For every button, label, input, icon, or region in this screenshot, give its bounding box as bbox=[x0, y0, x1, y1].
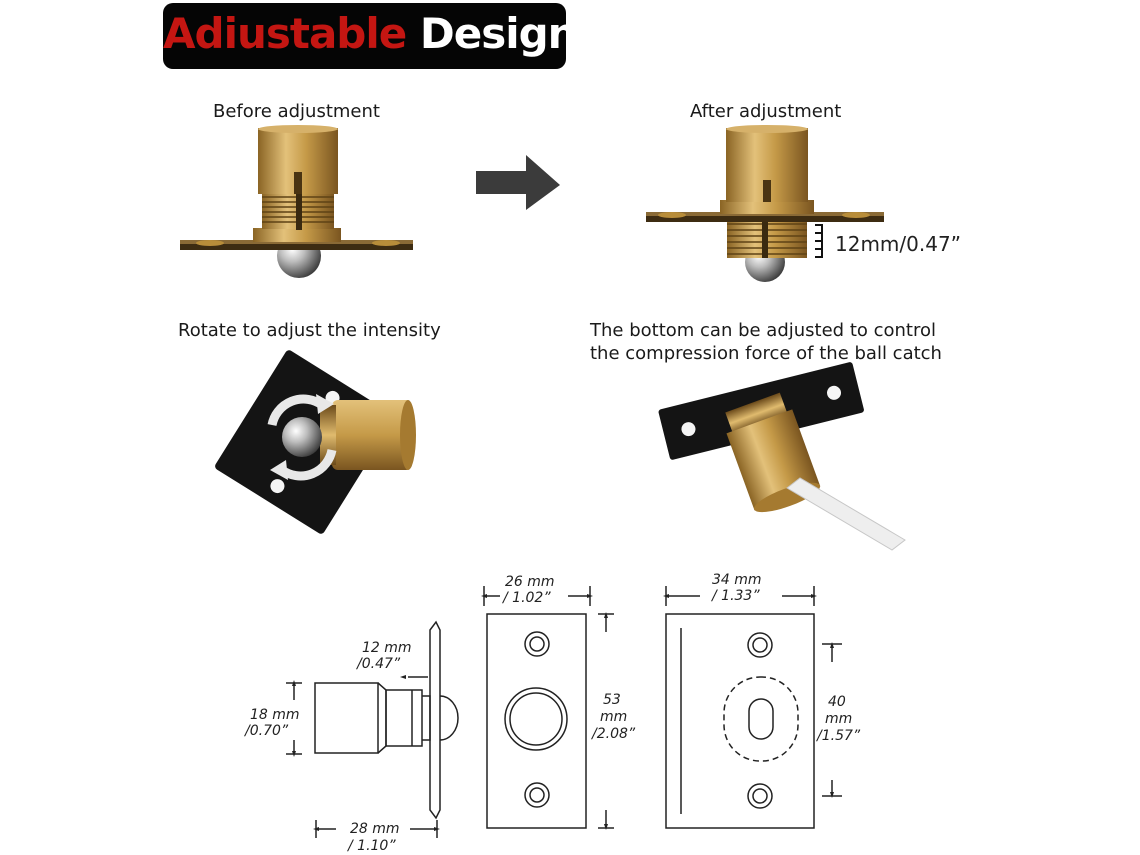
front-plate-dimensions: 26 mm / 1.02” 53 mm /2.08” bbox=[501, 574, 636, 742]
plate-height-value-label: 53 bbox=[603, 692, 621, 708]
bottom-adjust-label-line1: The bottom can be adjusted to control bbox=[590, 320, 937, 341]
strike-width-mm-label: 34 mm bbox=[712, 572, 762, 588]
title-banner: Adiustable Design bbox=[163, 3, 578, 69]
after-plate bbox=[646, 212, 884, 222]
rotate-arrows-icon bbox=[267, 394, 337, 481]
plate-height-inch-label: /2.08” bbox=[590, 726, 636, 742]
banner-word-red: Adiustable bbox=[163, 9, 407, 58]
banner-title: Adiustable Design bbox=[163, 9, 578, 58]
rotate-barrel bbox=[332, 400, 412, 470]
side-view-ball bbox=[439, 695, 459, 741]
diameter-mm-label: 18 mm bbox=[250, 707, 300, 723]
depth-inch-label: /0.47” bbox=[355, 656, 401, 672]
bottom-adjust-label-line2: the compression force of the ball catch bbox=[590, 343, 942, 364]
ruler-icon bbox=[815, 224, 823, 258]
before-thread bbox=[262, 190, 334, 230]
bottom-adjust-label: The bottom can be adjusted to control th… bbox=[590, 319, 942, 365]
plate-width-mm-label: 26 mm bbox=[505, 574, 555, 590]
rotate-ball bbox=[282, 417, 322, 457]
strike-plate-drawing bbox=[665, 586, 842, 829]
after-thread bbox=[727, 214, 807, 258]
strike-height-unit-label: mm bbox=[825, 711, 852, 727]
before-ball-catch-image bbox=[180, 125, 413, 278]
bottom-adjust-image bbox=[658, 362, 906, 551]
depth-mm-label: 12 mm bbox=[362, 640, 412, 656]
after-ball-catch-image: 12mm/0.47” bbox=[646, 125, 961, 282]
arrow-right-icon bbox=[476, 155, 560, 210]
side-view-thread bbox=[385, 689, 423, 747]
after-measurement: 12mm/0.47” bbox=[835, 232, 961, 256]
dimension-arrowheads bbox=[292, 594, 834, 831]
before-adjustment-label: Before adjustment bbox=[213, 101, 380, 122]
front-plate-outline bbox=[486, 613, 587, 829]
strike-height-inch-label: /1.57” bbox=[815, 728, 861, 744]
side-view-step bbox=[377, 682, 387, 754]
strike-plate-outline bbox=[665, 613, 815, 829]
diameter-inch-label: /0.70” bbox=[243, 723, 289, 739]
rotate-ball-catch-image bbox=[215, 350, 416, 534]
plate-width-inch-label: / 1.02” bbox=[501, 590, 551, 606]
rotate-label: Rotate to adjust the intensity bbox=[178, 320, 441, 341]
screwdriver-icon bbox=[786, 477, 906, 551]
strike-width-inch-label: / 1.33” bbox=[710, 588, 760, 604]
strike-height-value-label: 40 bbox=[828, 694, 846, 710]
front-plate-drawing bbox=[483, 586, 614, 829]
after-adjustment-label: After adjustment bbox=[690, 101, 842, 122]
banner-word-white: Design bbox=[419, 9, 578, 58]
side-view-barrel bbox=[314, 682, 379, 754]
length-mm-label: 28 mm bbox=[350, 821, 400, 837]
side-view-drawing bbox=[286, 620, 459, 838]
side-view-plate bbox=[429, 620, 441, 820]
strike-plate-dimensions: 34 mm / 1.33” 40 mm /1.57” bbox=[710, 572, 861, 744]
side-view-dimensions: 12 mm /0.47” 18 mm /0.70” 28 mm / 1.10” bbox=[243, 640, 412, 854]
plate-height-unit-label: mm bbox=[600, 709, 627, 725]
length-inch-label: / 1.10” bbox=[346, 838, 396, 854]
strike-recess bbox=[723, 676, 799, 762]
before-plate bbox=[180, 240, 413, 250]
